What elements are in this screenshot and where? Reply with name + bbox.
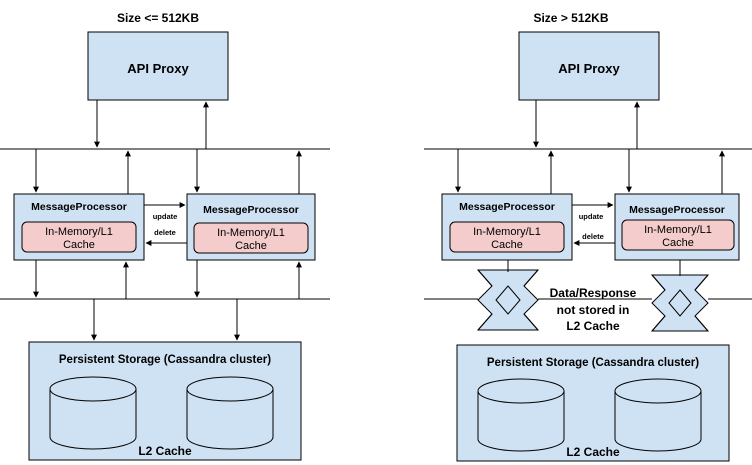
left-mp2-cache-line1: In-Memory/L1 bbox=[217, 227, 285, 239]
right-mp1-title: MessageProcessor bbox=[459, 201, 555, 213]
right-api-proxy-label: API Proxy bbox=[558, 61, 620, 76]
left-api-proxy-label: API Proxy bbox=[127, 61, 189, 76]
left-db-cylinder-2 bbox=[186, 376, 274, 450]
right-update-label: update bbox=[579, 212, 604, 221]
right-note-line1: Data/Response bbox=[550, 286, 637, 300]
right-db-cylinder-2 bbox=[614, 378, 702, 452]
left-update-label: update bbox=[153, 212, 178, 221]
left-db-cylinder-1 bbox=[49, 376, 137, 450]
right-mp2-title: MessageProcessor bbox=[629, 204, 725, 216]
right-mp1-cache-line1: In-Memory/L1 bbox=[473, 226, 541, 238]
left-mp2-cache bbox=[193, 222, 309, 254]
left-storage-title: Persistent Storage (Cassandra cluster) bbox=[59, 354, 271, 366]
left-diagram: Size <= 512KB API Proxy MessageProcessor… bbox=[0, 11, 330, 461]
right-api-proxy-box bbox=[518, 31, 660, 101]
right-title: Size > 512KB bbox=[533, 11, 608, 25]
left-mp1-cache-line2: Cache bbox=[63, 239, 95, 251]
right-l2-label: L2 Cache bbox=[566, 445, 620, 459]
right-blocker-icon-2 bbox=[650, 274, 710, 332]
left-mp2-title: MessageProcessor bbox=[203, 204, 299, 216]
left-title: Size <= 512KB bbox=[117, 11, 199, 25]
right-diagram: Size > 512KB API Proxy MessageProcessor … bbox=[424, 11, 752, 462]
right-mp1-cache bbox=[449, 221, 565, 253]
left-delete-label: delete bbox=[154, 228, 176, 237]
right-blocker-icon-1 bbox=[476, 269, 540, 331]
left-mp1-cache bbox=[21, 221, 137, 253]
right-mp2-cache-line2: Cache bbox=[662, 237, 694, 249]
left-api-proxy-box bbox=[87, 31, 229, 101]
right-delete-label: delete bbox=[582, 232, 604, 241]
right-db-cylinder-1 bbox=[477, 378, 565, 452]
right-note-line3: L2 Cache bbox=[566, 319, 620, 333]
right-mp1-cache-line2: Cache bbox=[491, 239, 523, 251]
right-note-line2: not stored in bbox=[557, 303, 630, 317]
right-storage-title: Persistent Storage (Cassandra cluster) bbox=[487, 357, 699, 369]
right-mp2-cache-line1: In-Memory/L1 bbox=[644, 224, 712, 236]
left-mp1-title: MessageProcessor bbox=[31, 201, 127, 213]
right-mp2-cache bbox=[621, 219, 735, 251]
left-l2-label: L2 Cache bbox=[138, 444, 192, 458]
left-mp1-cache-line1: In-Memory/L1 bbox=[45, 226, 113, 238]
left-mp2-cache-line2: Cache bbox=[235, 240, 267, 252]
